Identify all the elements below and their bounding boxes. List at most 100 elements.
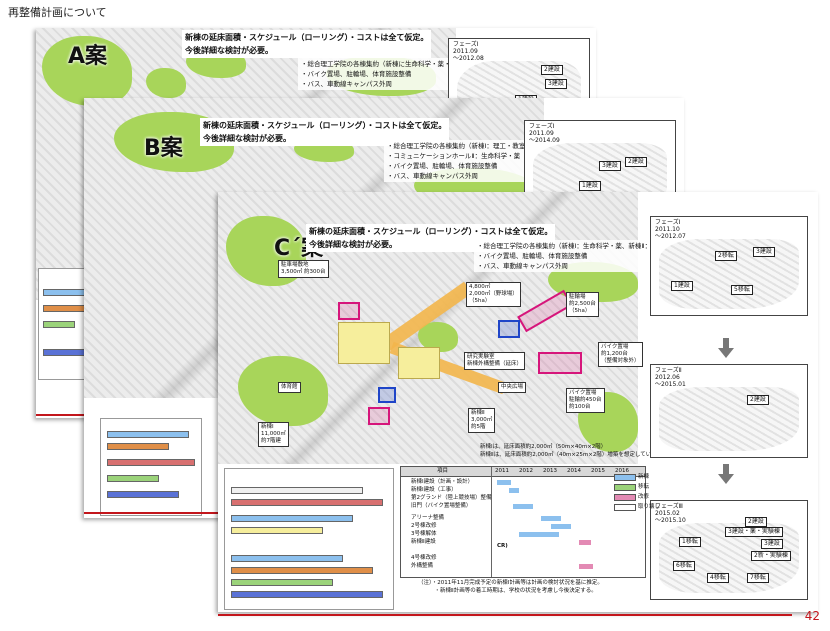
phase-title: フェーズⅢ 2015.02 ～2015.10 bbox=[655, 503, 686, 524]
gantt-bar bbox=[541, 516, 561, 521]
phase-tag: 3建設 bbox=[753, 247, 775, 257]
bullet-item: ・総合理工学院の各棟集約（新棟Ⅰ：理工・教室等） bbox=[387, 142, 539, 150]
gantt-bar bbox=[497, 480, 511, 485]
gantt-year: 2016 bbox=[615, 468, 629, 474]
phase-period: ～2012.07 bbox=[655, 233, 686, 240]
phase-tag: 2建設 bbox=[625, 157, 647, 167]
gantt-divider bbox=[491, 467, 492, 577]
gantt-row-label: 旧門（バイク置場整備） bbox=[411, 503, 472, 509]
mini-map bbox=[659, 239, 799, 309]
gantt-row-label: 新棟Ⅰ建設（工事） bbox=[411, 487, 457, 493]
legend-swatch bbox=[614, 484, 636, 491]
arrow-stem bbox=[723, 464, 729, 474]
new-building bbox=[368, 407, 390, 425]
map-footnote: 新棟Ⅰは、延床面積約2,000㎡（50m×40m×2階） bbox=[480, 444, 607, 450]
gantt-bar bbox=[509, 488, 519, 493]
page-number: 42 bbox=[804, 609, 820, 623]
gantt-bar bbox=[519, 532, 559, 537]
gantt-row-label: 新棟Ⅱ建設 bbox=[411, 539, 436, 545]
gantt-row-label: 3号棟解体 bbox=[411, 531, 437, 537]
gantt-bar bbox=[513, 504, 533, 509]
chart-bar bbox=[231, 527, 323, 534]
phase-tag: 3建設 bbox=[761, 539, 783, 549]
bike-area bbox=[538, 352, 582, 374]
legend-swatch bbox=[614, 494, 636, 501]
side-table bbox=[100, 418, 202, 516]
bullet-item: ・バス、車動線キャンパス外周 bbox=[301, 80, 392, 88]
phase-period: ～2014.09 bbox=[529, 137, 560, 144]
phase-tag: 3建設・薬・実験棟 bbox=[725, 527, 783, 537]
legend-label: 改修 bbox=[638, 494, 650, 500]
chart-bar bbox=[231, 579, 333, 586]
gantt-bar bbox=[579, 564, 593, 569]
phase-tag: 3建設 bbox=[545, 79, 567, 89]
plan-bullets: ・総合理工学院の各棟集約（新棟Ⅰ：生命科学・薬、新棟Ⅱ：理工） ・バイク置場、駐… bbox=[474, 240, 674, 272]
campus-building bbox=[338, 322, 390, 364]
phase-period: ～2015.10 bbox=[655, 517, 686, 524]
phase-tag: 1建設 bbox=[671, 281, 693, 291]
bullet-item: ・バイク置場、駐輪場、体育施設整備 bbox=[301, 70, 412, 78]
gantt-row-label: 4号棟改修 bbox=[411, 555, 437, 561]
chart-bar bbox=[43, 321, 75, 328]
slide-footer-line bbox=[84, 512, 218, 514]
map-footnote: 新棟Ⅱは、延床面積約2,000㎡（40m×25m×2階）増築を想定している。 bbox=[480, 452, 663, 458]
legend-swatch bbox=[614, 504, 636, 511]
note-line-1: 新棟の延床面積・スケジュール（ローリング）・コストは全て仮定。 bbox=[309, 227, 553, 236]
new-building bbox=[338, 302, 360, 320]
plan-bullets: ・総合理工学院の各棟集約（新棟Ⅰ：理工・教室等） ・コミュニケーションホールⅡ：… bbox=[384, 140, 542, 182]
legend-label: 移転 bbox=[638, 484, 650, 490]
gantt-header-label: 項目 bbox=[437, 468, 449, 474]
phase-tag: 2建設 bbox=[747, 395, 769, 405]
callout-court: 中央広場 bbox=[498, 382, 527, 393]
phase-tag: 5移転 bbox=[731, 285, 753, 295]
gantt-bar bbox=[551, 524, 571, 529]
phase-tag: 3建設 bbox=[599, 161, 621, 171]
bullet-item: ・バイク置場、駐輪場、体育施設整備 bbox=[477, 252, 588, 260]
legend-label: 新棟 bbox=[638, 474, 650, 480]
phase-title: フェーズⅠ 2011.09 ～2014.09 bbox=[529, 123, 560, 144]
note-line-2: 今後詳細な検討が必要。 bbox=[309, 240, 397, 249]
chart-bar bbox=[231, 499, 383, 506]
phase-title: フェーズⅠ 2011.10 ～2012.07 bbox=[655, 219, 686, 240]
gantt-row-label: アリーナ整備 bbox=[411, 515, 445, 521]
phase-name: フェーズⅡ bbox=[655, 367, 682, 374]
gantt-year: 2015 bbox=[591, 468, 605, 474]
phase-period: ～2012.08 bbox=[453, 55, 484, 62]
bullet-item: ・コミュニケーションホールⅡ：生命科学・薬 bbox=[387, 152, 521, 160]
arrow-stem bbox=[723, 338, 729, 348]
gantt-row-label: 第2グランド（陸上競技場）整備 bbox=[411, 495, 492, 501]
phase-tag: 7移転 bbox=[747, 573, 769, 583]
bullet-item: ・バス、車動線キャンパス外周 bbox=[387, 172, 478, 180]
chart-bar bbox=[231, 591, 383, 598]
phase-name: フェーズⅠ bbox=[529, 123, 555, 130]
plan-bullets: ・総合理工学院の各棟集約（新棟に生命科学・薬・理工） ・バイク置場、駐輪場、体育… bbox=[298, 58, 473, 90]
note-line-2: 今後詳細な検討が必要。 bbox=[203, 134, 291, 143]
note-line-2: 今後詳細な検討が必要。 bbox=[185, 46, 273, 55]
chart-bar bbox=[107, 459, 195, 466]
chart-bar bbox=[231, 567, 373, 574]
gantt-bar bbox=[579, 540, 591, 545]
phase-tag: 6移転 bbox=[673, 561, 695, 571]
chart-bar bbox=[231, 515, 353, 522]
chart-bar bbox=[231, 487, 363, 494]
phase-period: 2011.10 bbox=[655, 226, 680, 233]
legend-label: 取り壊し bbox=[638, 504, 661, 510]
assumption-note: 新棟の延床面積・スケジュール（ローリング）・コストは全て仮定。 今後詳細な検討が… bbox=[306, 224, 556, 252]
gantt-row-label: 2号棟改修 bbox=[411, 523, 437, 529]
gantt-year: 2012 bbox=[519, 468, 533, 474]
gantt-row-label: 外構整備 bbox=[411, 563, 434, 569]
green-area bbox=[42, 36, 132, 106]
plan-label: B案 bbox=[144, 136, 183, 161]
phase-period: 2012.06 bbox=[655, 374, 680, 381]
renovated-building bbox=[498, 320, 520, 338]
renovated-building bbox=[378, 387, 396, 403]
callout-parking-right: 駐輪場約2,500台（5ha） bbox=[566, 292, 599, 317]
phase-period: ～2015.01 bbox=[655, 381, 686, 388]
chart-bar bbox=[107, 443, 169, 450]
note-line-1: 新棟の延床面積・スケジュール（ローリング）・コストは全て仮定。 bbox=[185, 33, 429, 42]
bullet-item: ・バス、車動線キャンパス外周 bbox=[477, 262, 568, 270]
phase-name: フェーズⅠ bbox=[655, 219, 681, 226]
